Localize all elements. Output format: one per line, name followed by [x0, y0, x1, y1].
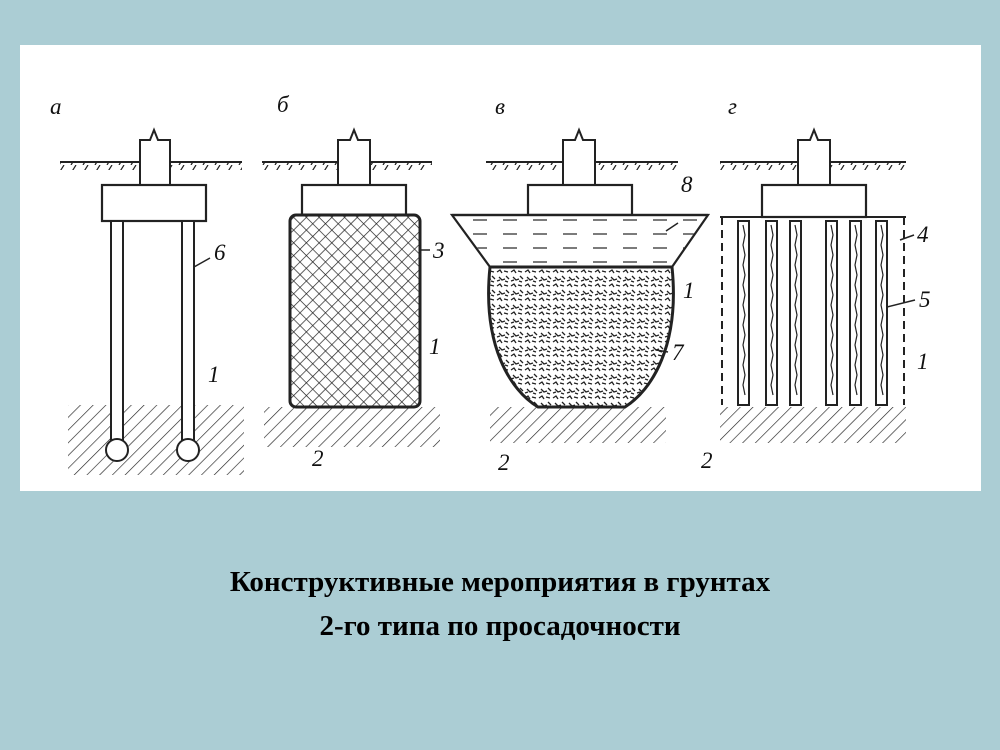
- panel-b: [262, 127, 440, 447]
- label-soil-pile: 5: [919, 287, 931, 312]
- label-soil-c: 1: [683, 278, 695, 303]
- caption-line-1: Конструктивные мероприятия в грунтах: [229, 566, 771, 598]
- label-pile: 6: [214, 240, 226, 265]
- panel-letter-b: б: [277, 92, 289, 117]
- label-zone: 4: [917, 222, 929, 247]
- panel-letter-a: а: [50, 94, 62, 119]
- label-cushion: 3: [433, 238, 445, 263]
- panel-d: [720, 127, 916, 443]
- panel-letter-v: в: [495, 94, 505, 119]
- soil-piles: [737, 220, 888, 406]
- panel-letter-g: г: [728, 94, 737, 119]
- panel-c: [449, 127, 711, 443]
- caption-line-2: 2-го типа по просадочности: [319, 610, 681, 642]
- label-compacted: 7: [672, 340, 684, 365]
- label-base-c: 2: [498, 450, 510, 475]
- label-soil-b: 1: [429, 334, 441, 359]
- slide-caption: Конструктивные мероприятия в грунтах 2-г…: [0, 560, 1000, 648]
- pile-left: [105, 220, 129, 462]
- label-soil-d: 1: [917, 349, 929, 374]
- pile-right: [176, 220, 200, 462]
- label-base-b: 2: [312, 446, 324, 471]
- label-soil-a: 1: [208, 362, 220, 387]
- figure-panel: а б в г 6 1 3 1 2 8 1 7 2 4 5 1 2: [20, 45, 981, 491]
- diagram-svg: [60, 127, 916, 475]
- label-base-d: 2: [701, 448, 713, 473]
- label-water: 8: [681, 172, 693, 197]
- panel-a: [60, 127, 244, 475]
